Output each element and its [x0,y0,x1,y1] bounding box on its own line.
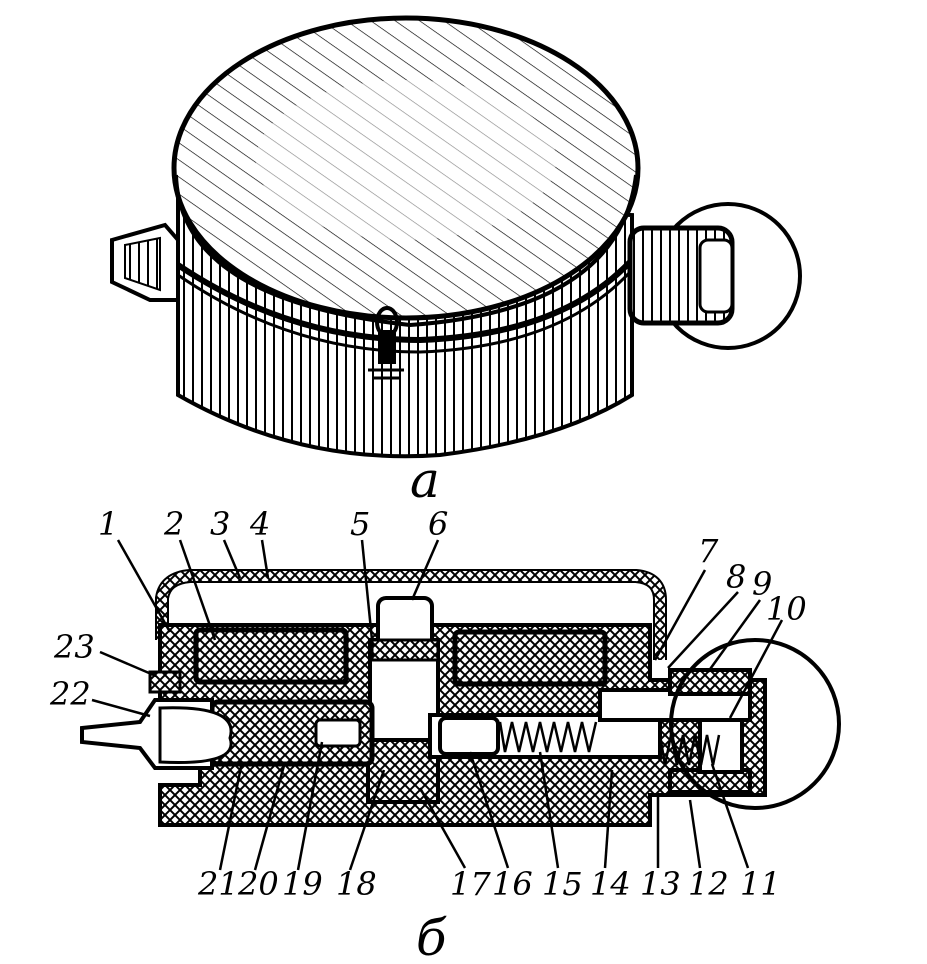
cap-23 [148,670,182,694]
buckle [368,306,404,380]
pull-ring [669,638,841,810]
label-16: 16 [492,865,533,903]
fuze-cap [698,718,744,774]
label-9: 9 [752,565,772,603]
leader-lines [91,539,784,871]
caption-a: a [410,451,440,509]
label-2: 2 [163,505,184,543]
charge-left [193,627,349,685]
label-3: 3 [210,505,230,543]
label-19: 19 [282,865,323,903]
label-4: 4 [249,505,270,543]
detonator-19 [314,718,362,748]
charge-right [452,629,608,687]
label-8: 8 [726,558,746,596]
spring-15 [498,721,598,753]
label-10: 10 [766,590,807,628]
label-23: 23 [53,628,95,666]
label-12: 12 [688,865,729,903]
label-18: 18 [336,865,377,903]
label-6: 6 [428,505,448,543]
label-22: 22 [49,675,91,713]
label-5: 5 [350,505,370,543]
label-15: 15 [542,865,583,903]
spring-11 [658,734,721,766]
label-14: 14 [590,865,631,903]
lid-rim [174,174,638,328]
label-21: 21 [197,865,239,903]
body-band [176,259,633,344]
label-1: 1 [98,505,118,543]
detonator-18 [366,738,440,804]
cross-section [80,569,841,827]
label-7: 7 [698,532,719,570]
external-view [110,15,802,459]
label-13: 13 [640,865,681,903]
caption-b: б [416,909,447,964]
part-labels: 1 2 3 4 5 6 7 8 9 10 11 12 13 14 15 16 1… [49,451,807,964]
label-17: 17 [450,865,491,903]
label-20: 20 [237,865,279,903]
label-11: 11 [740,865,781,903]
firing-pin-16 [438,716,500,756]
